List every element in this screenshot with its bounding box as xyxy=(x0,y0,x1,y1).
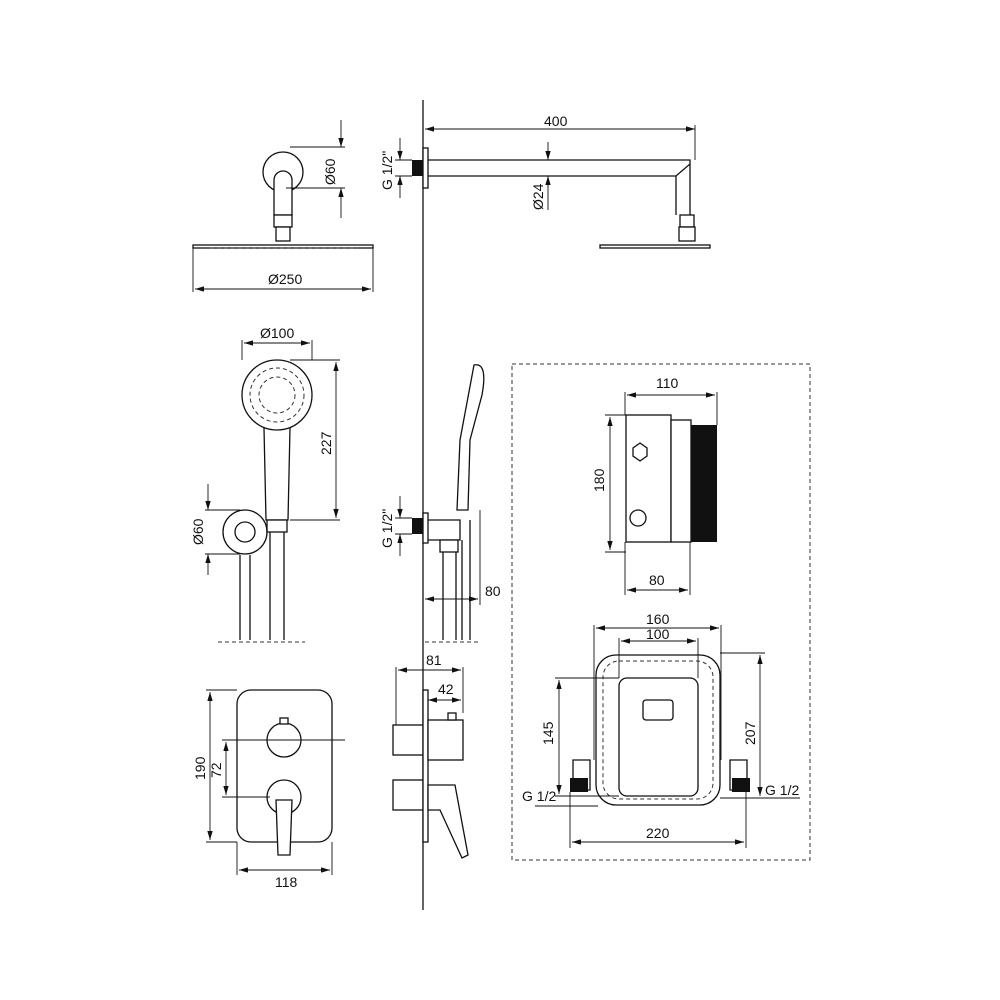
arm-thread-label: G 1/2" xyxy=(379,151,395,190)
holder-diameter-label: Ø60 xyxy=(190,518,206,545)
box-width-label: 110 xyxy=(656,375,679,391)
inlet-left-label: G 1/2 xyxy=(522,788,556,804)
frame-height-label: 207 xyxy=(742,721,758,745)
plate-height-label: 190 xyxy=(192,756,208,780)
in-wall-body-front-view: 160 100 145 207 G 1/2 G 1/2 220 xyxy=(522,611,800,848)
in-wall-body-side-view: 110 180 80 xyxy=(591,375,718,595)
in-wall-box-frame xyxy=(511,363,811,861)
hand-shower-front-view: Ø100 227 Ø60 xyxy=(190,325,340,643)
mixer-projection-label: 81 xyxy=(426,652,442,668)
hand-shower-diameter-label: Ø100 xyxy=(260,325,294,341)
handle-spacing-label: 72 xyxy=(208,762,224,778)
inlet-right-label: G 1/2 xyxy=(765,782,799,798)
holder-projection-label: 80 xyxy=(485,583,501,599)
mixer-side-view: 81 42 xyxy=(392,652,469,859)
hand-shower-side-view: 80 G 1/2" xyxy=(379,364,501,643)
holder-thread-label: G 1/2" xyxy=(379,509,395,548)
inlet-span-label: 220 xyxy=(646,825,670,841)
plate-width-label: 118 xyxy=(275,874,298,890)
hand-shower-length-label: 227 xyxy=(318,431,334,455)
handle-projection-label: 42 xyxy=(438,681,454,697)
head-shower-front-view: Ø250 Ø60 xyxy=(192,120,374,292)
inner-width-label: 100 xyxy=(646,626,670,642)
flange-diameter-label: Ø60 xyxy=(322,158,338,185)
mixer-front-view: 190 72 118 xyxy=(192,689,345,890)
arm-length-label: 400 xyxy=(544,113,568,129)
inner-height-label: 145 xyxy=(540,721,556,745)
box-height-label: 180 xyxy=(591,468,607,492)
frame-width-label: 160 xyxy=(646,611,670,627)
head-diameter-label: Ø250 xyxy=(268,271,302,287)
head-shower-side-view: 400 Ø24 G 1/2" xyxy=(379,113,711,249)
box-depth-label: 80 xyxy=(649,572,665,588)
arm-diameter-label: Ø24 xyxy=(530,183,546,210)
